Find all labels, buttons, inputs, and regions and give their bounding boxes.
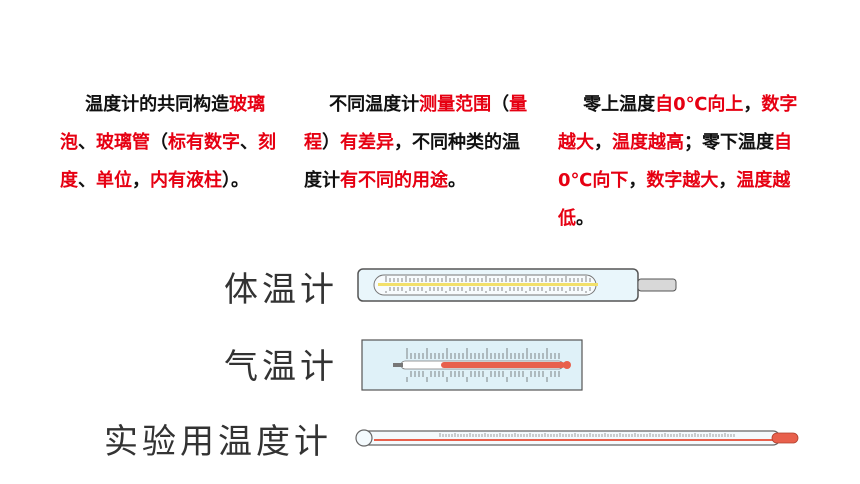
body-text: ， — [718, 170, 737, 191]
body-text: 、 — [240, 132, 258, 153]
highlight-text: 数字越大 — [646, 170, 719, 191]
body-thermometer-scale — [385, 276, 591, 293]
label-body-thermometer: 体温计 — [224, 270, 338, 310]
highlight-text: 玻璃管 — [96, 132, 150, 153]
body-text: （ — [491, 94, 510, 115]
body-text: 零上温度 — [558, 94, 656, 115]
body-thermometer-tip — [637, 278, 677, 292]
body-text: ；零下温度 — [684, 132, 774, 153]
air-thermometer-clip-left — [393, 363, 403, 367]
body-text: ， — [132, 170, 150, 191]
highlight-text: 数字越大 — [558, 94, 798, 153]
highlight-text: 内有液柱 — [150, 170, 222, 191]
body-text: 、 — [78, 170, 96, 191]
lab-thermometer-tube — [359, 430, 781, 446]
highlight-text: 温度越低 — [558, 170, 791, 229]
body-text: 不同温度计 — [304, 94, 420, 115]
body-text: 、 — [78, 132, 96, 153]
air-thermometer-image — [361, 339, 583, 391]
body-text: 温度计的共同构造 — [60, 94, 230, 115]
air-thermometer-scale — [406, 348, 560, 382]
highlight-text: 玻璃泡 — [60, 94, 266, 153]
highlight-text: 有不同的用途 — [340, 170, 448, 191]
lab-thermometer-top — [355, 429, 373, 447]
highlight-text: 温度越高 — [612, 132, 684, 153]
text-column-above-below-zero: 零上温度自0℃向上，数字越大，温度越高；零下温度自0℃向下，数字越大，温度越低。 — [558, 86, 798, 238]
air-thermometer-liquid — [441, 362, 565, 368]
body-text: 。 — [576, 208, 594, 229]
text-column-common-structure: 温度计的共同构造玻璃泡、玻璃管（标有数字、刻度、单位，内有液柱）。 — [60, 86, 278, 200]
lab-thermometer-scale — [439, 433, 735, 437]
lab-thermometer-liquid — [374, 439, 778, 441]
air-thermometer-bulb — [563, 361, 571, 369]
body-text: ， — [594, 132, 612, 153]
highlight-text: 自0℃向下 — [558, 132, 792, 191]
lab-thermometer-bulb — [771, 432, 799, 444]
body-text: （ — [150, 132, 168, 153]
highlight-text: 测量范围 — [419, 94, 492, 115]
body-text: ）。 — [222, 170, 249, 191]
highlight-text: 自0℃向上 — [655, 94, 744, 115]
body-text: 。 — [448, 170, 466, 191]
highlight-text: 单位 — [96, 170, 132, 191]
body-thermometer-image — [357, 268, 677, 302]
text-column-measuring-range: 不同温度计测量范围（量程）有差异，不同种类的温度计有不同的用途。 — [304, 86, 528, 200]
highlight-text: 标有数字 — [168, 132, 240, 153]
body-text: ，不同种类的温度计 — [304, 132, 520, 191]
body-text: ， — [628, 170, 647, 191]
label-air-thermometer: 气温计 — [224, 347, 338, 387]
body-text: ） — [322, 132, 340, 153]
highlight-text: 有差异 — [340, 132, 394, 153]
highlight-text: 量程 — [304, 94, 528, 153]
body-thermometer-liquid — [378, 283, 598, 286]
body-text: ， — [743, 94, 762, 115]
highlight-text: 刻度 — [60, 132, 276, 191]
lab-thermometer-image — [355, 429, 799, 447]
label-lab-thermometer: 实验用温度计 — [104, 422, 332, 462]
